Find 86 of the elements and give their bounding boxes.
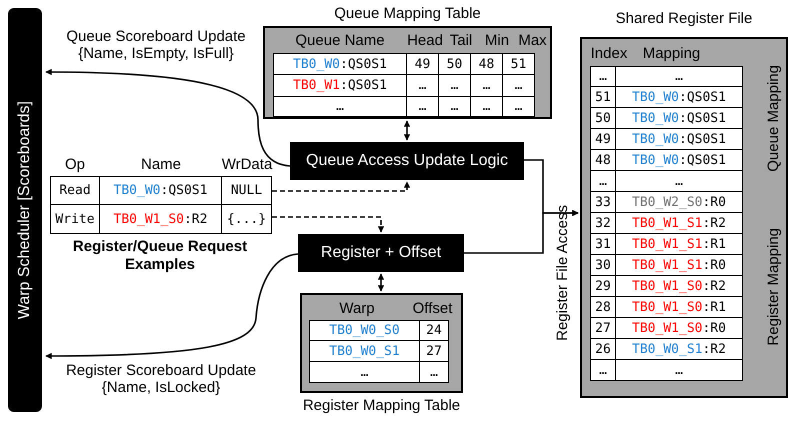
column-header: Warp (338, 298, 376, 318)
table-cell: TB0_W0:QS0S1 (615, 107, 743, 129)
table-cell: TB0_W0_S1:R2 (615, 338, 743, 360)
arrow (464, 210, 579, 254)
table-cell: … (470, 74, 503, 97)
arrow (45, 68, 290, 167)
table-cell: TB0_W1_S0:R2 (615, 275, 743, 297)
column-header: Min (484, 30, 510, 50)
table-cell: TB0_W0:QS0S1 (615, 149, 743, 171)
table-cell: 48 (470, 53, 503, 75)
table-cell: 49 (590, 128, 616, 150)
column-header: Offset (412, 298, 454, 318)
table-cell: {...} (221, 204, 272, 234)
table-cell: 27 (590, 317, 616, 339)
column-header: Index (590, 44, 628, 64)
column-header: Tail (448, 30, 474, 50)
table-caption: Register/Queue Request Examples (72, 238, 248, 274)
process-box: Register + Offset (298, 234, 464, 272)
edge-label: Register Scoreboard Update {Name, IsLocked} (64, 362, 258, 396)
table-cell: … (406, 96, 439, 117)
table-cell: TB0_W1_S0:R0 (615, 317, 743, 339)
table-cell: … (502, 74, 535, 97)
arrow (272, 216, 384, 233)
column-header: Head (407, 30, 443, 50)
brace-label: Queue Mapping (764, 66, 782, 171)
table-cell: TB0_W2_S0:R0 (615, 191, 743, 213)
process-box: Queue Access Update Logic (290, 142, 524, 180)
table-cell: … (438, 96, 471, 117)
table-cell: TB0_W1_S1:R2 (615, 212, 743, 234)
table-cell: Write (50, 204, 100, 234)
table-title: Shared Register File (616, 10, 752, 27)
table-cell: TB0_W1:QS0S1 (273, 74, 407, 97)
table-title: Register Mapping Table (302, 397, 460, 414)
table-cell: … (590, 170, 616, 192)
arrow (404, 120, 410, 141)
axis-label: Register File Access (552, 204, 572, 342)
table-cell: 51 (502, 53, 535, 75)
table-cell: 49 (406, 53, 439, 75)
table-cell: 51 (590, 86, 616, 108)
table-cell: 30 (590, 254, 616, 276)
column-header: Op (64, 154, 86, 174)
table-cell: … (615, 359, 743, 381)
table-cell: … (470, 96, 503, 117)
table-cell: 33 (590, 191, 616, 213)
table-cell: 29 (590, 275, 616, 297)
table-cell: TB0_W0:QS0S1 (273, 53, 407, 75)
table-cell: 31 (590, 233, 616, 255)
table-cell: 50 (438, 53, 471, 75)
table-cell: 50 (590, 107, 616, 129)
table-cell: … (419, 361, 449, 383)
brace-label: Register Mapping (764, 226, 782, 348)
table-cell: Read (50, 176, 100, 205)
column-header: WrData (222, 154, 272, 174)
table-cell: … (438, 74, 471, 97)
scheduler-bar: Warp Scheduler [Scoreboards] (8, 8, 42, 412)
table-cell: TB0_W1_S1:R0 (615, 254, 743, 276)
table-cell: 27 (419, 340, 449, 362)
table-cell: TB0_W0:QS0S1 (615, 86, 743, 108)
table-title: Queue Mapping Table (334, 5, 481, 22)
arrow (378, 273, 384, 292)
table-cell: … (273, 96, 407, 117)
column-header: Queue Name (294, 30, 386, 50)
table-cell: … (502, 96, 535, 117)
table-cell: … (615, 66, 743, 87)
arrow (45, 253, 298, 360)
table-cell: 32 (590, 212, 616, 234)
table-cell: … (615, 170, 743, 192)
table-cell: NULL (221, 176, 272, 205)
table-cell: TB0_W0:QS0S1 (615, 128, 743, 150)
table-cell: TB0_W1_S0:R1 (615, 296, 743, 318)
table-cell: TB0_W0_S0 (309, 320, 420, 341)
table-cell: 28 (590, 296, 616, 318)
table-cell: 24 (419, 320, 449, 341)
column-header: Mapping (642, 44, 702, 64)
table-cell: 26 (590, 338, 616, 360)
table-cell: … (590, 359, 616, 381)
edge-label: Queue Scoreboard Update {Name, IsEmpty, IsFull} (65, 28, 247, 62)
table-cell: … (590, 66, 616, 87)
arrow (272, 181, 410, 192)
table-cell: TB0_W0_S1 (309, 340, 420, 362)
column-header: Max (517, 30, 548, 50)
table-cell: … (406, 74, 439, 97)
table-cell: 48 (590, 149, 616, 171)
column-header: Name (140, 154, 182, 174)
table-cell: TB0_W1_S1:R1 (615, 233, 743, 255)
table-cell: … (309, 361, 420, 383)
